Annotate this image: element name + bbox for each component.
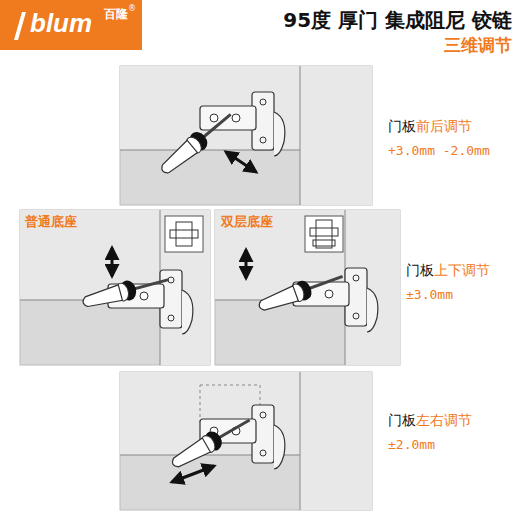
adjust-label: 上下调节 [434,262,490,278]
adjust-value: ±2.0mm [388,438,435,453]
adjust-label: 门板 [388,412,416,428]
adjust-value: +3.0mm -2.0mm [388,144,490,159]
registered-mark: ® [128,4,136,13]
adjust-label: 门板 [406,262,434,278]
base-label: 普通底座 [22,214,80,231]
adjust-label: 前后调节 [416,118,472,134]
title: 95度 厚门 集成阻尼 铰链 [283,9,512,32]
subtitle: 三维调节 [444,36,512,56]
adjust-label: 左右调节 [416,412,472,428]
base-label: 双层底座 [218,214,276,231]
logo-chinese: 百隆 [104,8,128,22]
logo-text: blum [30,9,92,39]
adjust-label: 门板 [388,118,416,134]
adjust-value: ±3.0mm [406,288,453,303]
